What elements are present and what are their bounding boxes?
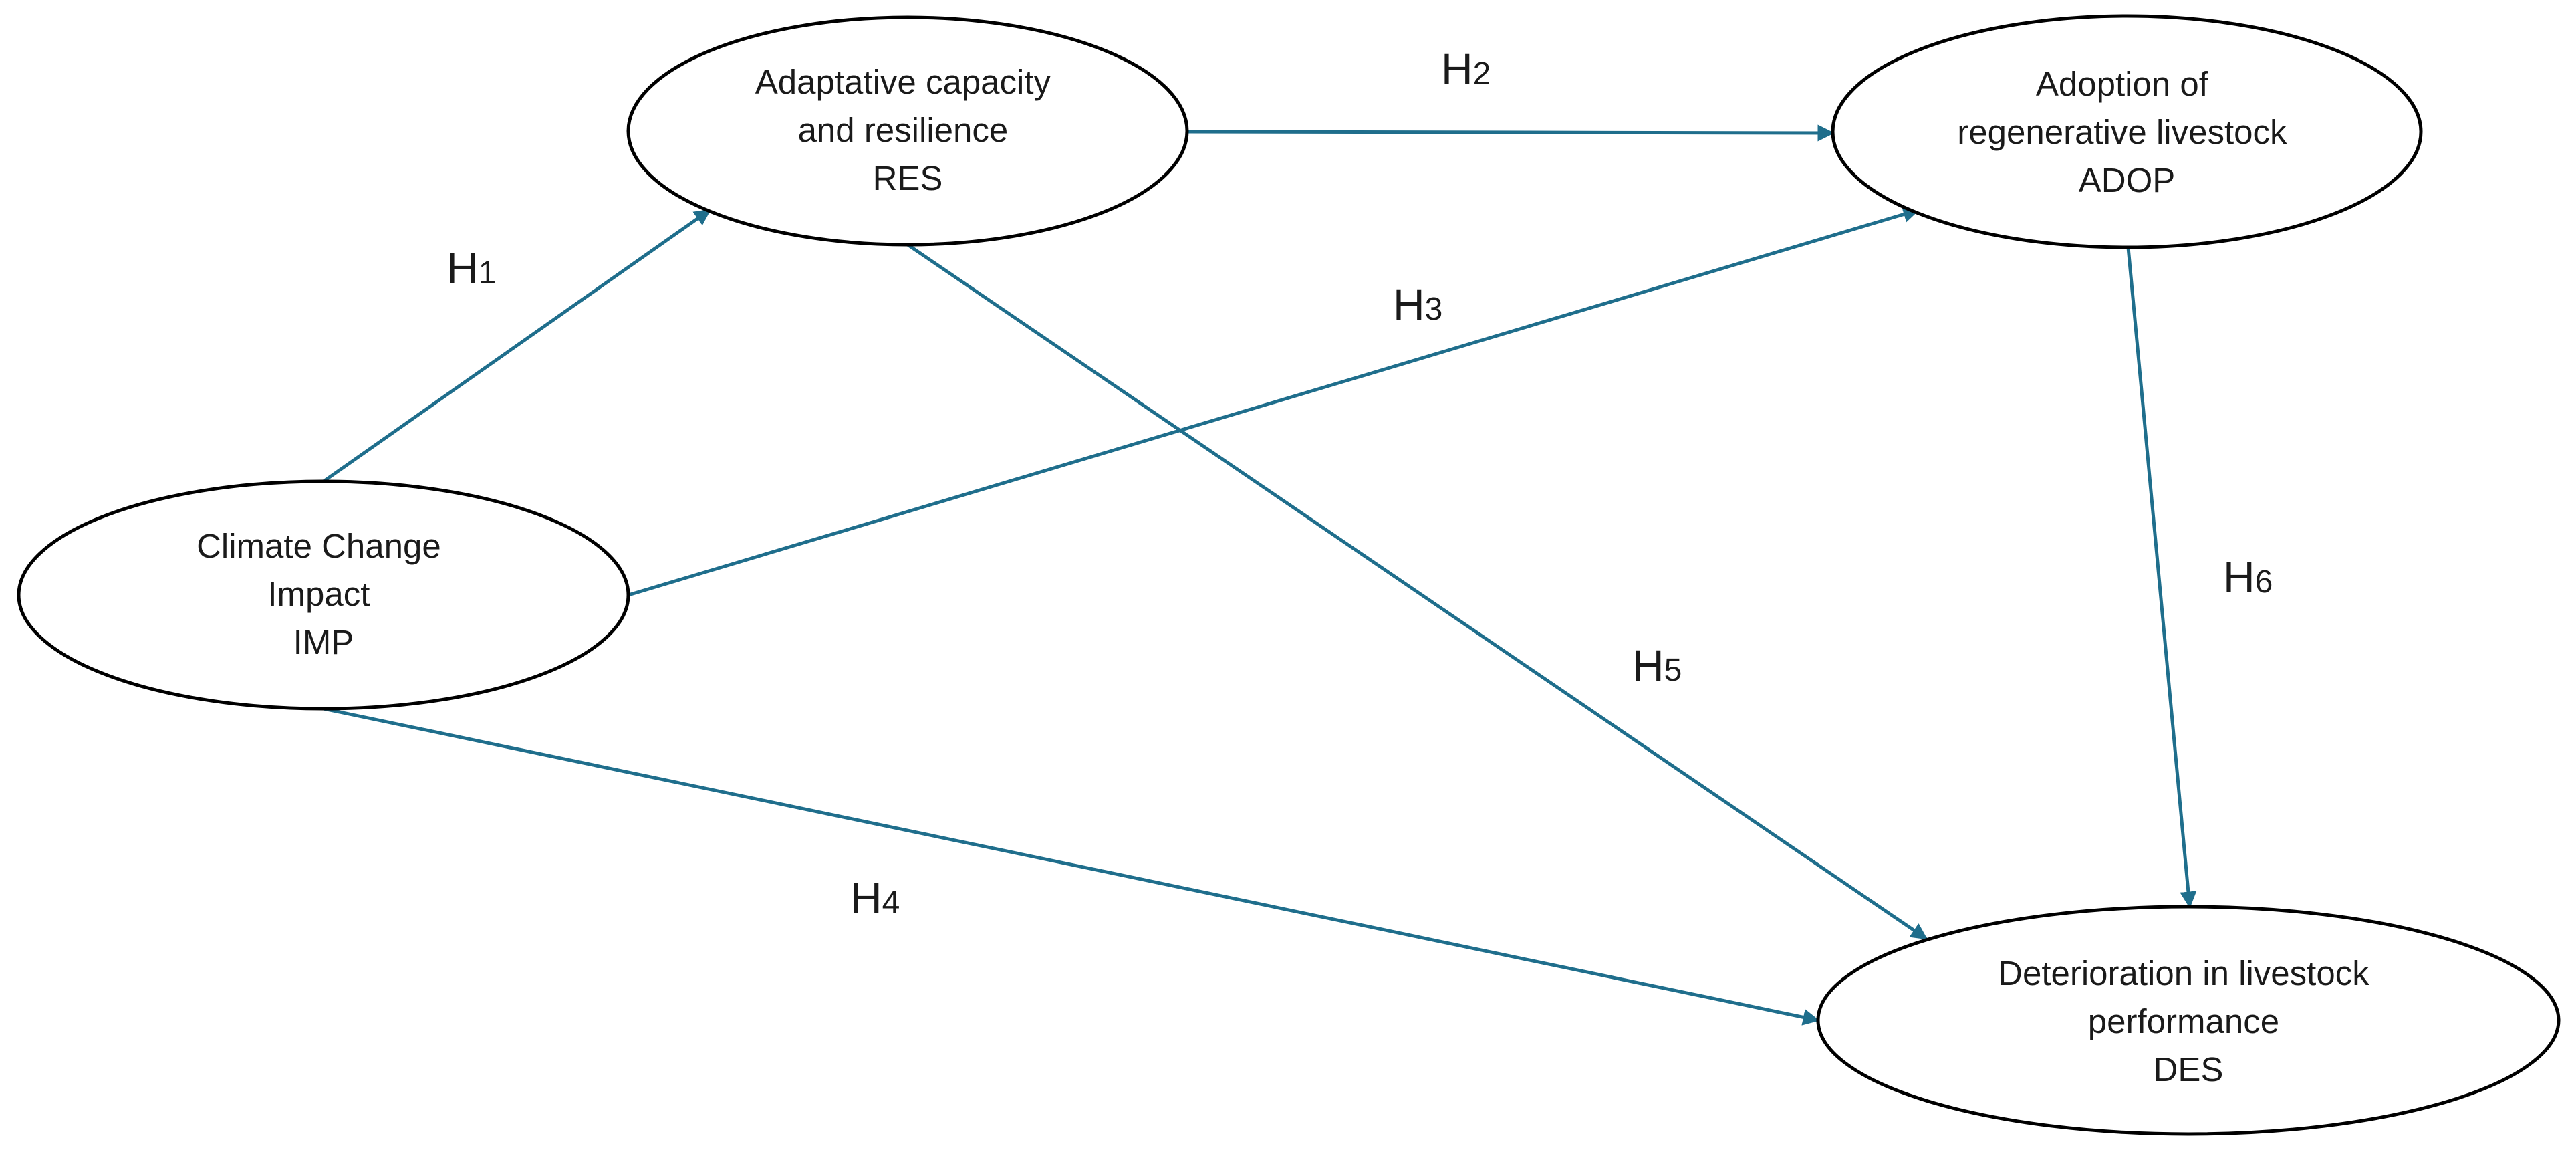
hypothesis-h3-label: H3 [1393, 279, 1442, 329]
node-adop-line-3: ADOP [2079, 161, 2176, 199]
node-adop-ellipse [1831, 14, 2423, 249]
node-adop: Adoption of regenerative livestock ADOP [1831, 14, 2423, 249]
edge-adop-des [2126, 247, 2197, 909]
hypothesis-h1-label: H1 [446, 243, 496, 293]
hypothesis-h1-letter: H [446, 243, 479, 293]
node-imp-line-1: Climate Change [197, 527, 441, 565]
edge-imp-des [323, 707, 1820, 1026]
hypothesis-h4-letter: H [850, 873, 882, 923]
node-res-line-3: RES [873, 159, 943, 197]
node-res-line-2: and resilience [798, 111, 1009, 149]
hypothesis-h2-letter: H [1441, 44, 1473, 94]
hypothesis-h5-label: H5 [1632, 641, 1682, 690]
node-des-line-3: DES [2154, 1050, 2224, 1088]
node-res-label: Adaptative capacity and resilience RES [755, 63, 1060, 197]
edge-res-adop [1186, 124, 1835, 142]
node-res-ellipse [626, 15, 1189, 247]
node-res: Adaptative capacity and resilience RES [626, 15, 1189, 247]
hypothesis-h3-letter: H [1393, 279, 1425, 329]
hypothesis-labels: H1 H2 H3 H4 H5 H6 [446, 44, 2273, 923]
edges [322, 124, 2197, 1026]
node-imp-label: Climate Change Impact IMP [197, 527, 450, 661]
node-des: Deterioration in livestock performance D… [1816, 905, 2561, 1136]
node-res-line-1: Adaptative capacity [755, 63, 1051, 101]
node-imp-ellipse [17, 479, 630, 711]
hypothesis-h2-number: 2 [1473, 56, 1491, 92]
hypothesis-h4-label: H4 [850, 873, 900, 923]
node-des-label: Deterioration in livestock performance D… [1998, 954, 2379, 1088]
edge-imp-adop [628, 206, 1920, 597]
node-adop-line-2: regenerative livestock [1957, 113, 2287, 151]
hypothesis-h4-number: 4 [882, 885, 900, 921]
hypothesis-h3-number: 3 [1425, 292, 1443, 327]
hypothesis-h6-number: 6 [2255, 564, 2273, 600]
node-des-ellipse [1816, 905, 2561, 1136]
hypothesis-h5-letter: H [1632, 641, 1664, 690]
node-adop-label: Adoption of regenerative livestock ADOP [1957, 65, 2296, 199]
edge-imp-res [322, 208, 712, 483]
node-imp-line-2: Impact [267, 575, 370, 613]
node-adop-line-1: Adoption of [2036, 65, 2209, 103]
node-des-line-1: Deterioration in livestock [1998, 954, 2369, 992]
hypothesis-h5-number: 5 [1664, 653, 1682, 688]
node-imp: Climate Change Impact IMP [17, 479, 630, 711]
node-des-line-2: performance [2088, 1002, 2279, 1040]
edge-res-des [906, 243, 1928, 941]
hypothesis-h1-number: 1 [479, 255, 497, 291]
hypothesis-h6-label: H6 [2223, 552, 2273, 602]
node-imp-line-3: IMP [293, 623, 354, 661]
hypothesis-h6-letter: H [2223, 552, 2255, 602]
hypothesis-h2-label: H2 [1441, 44, 1491, 94]
